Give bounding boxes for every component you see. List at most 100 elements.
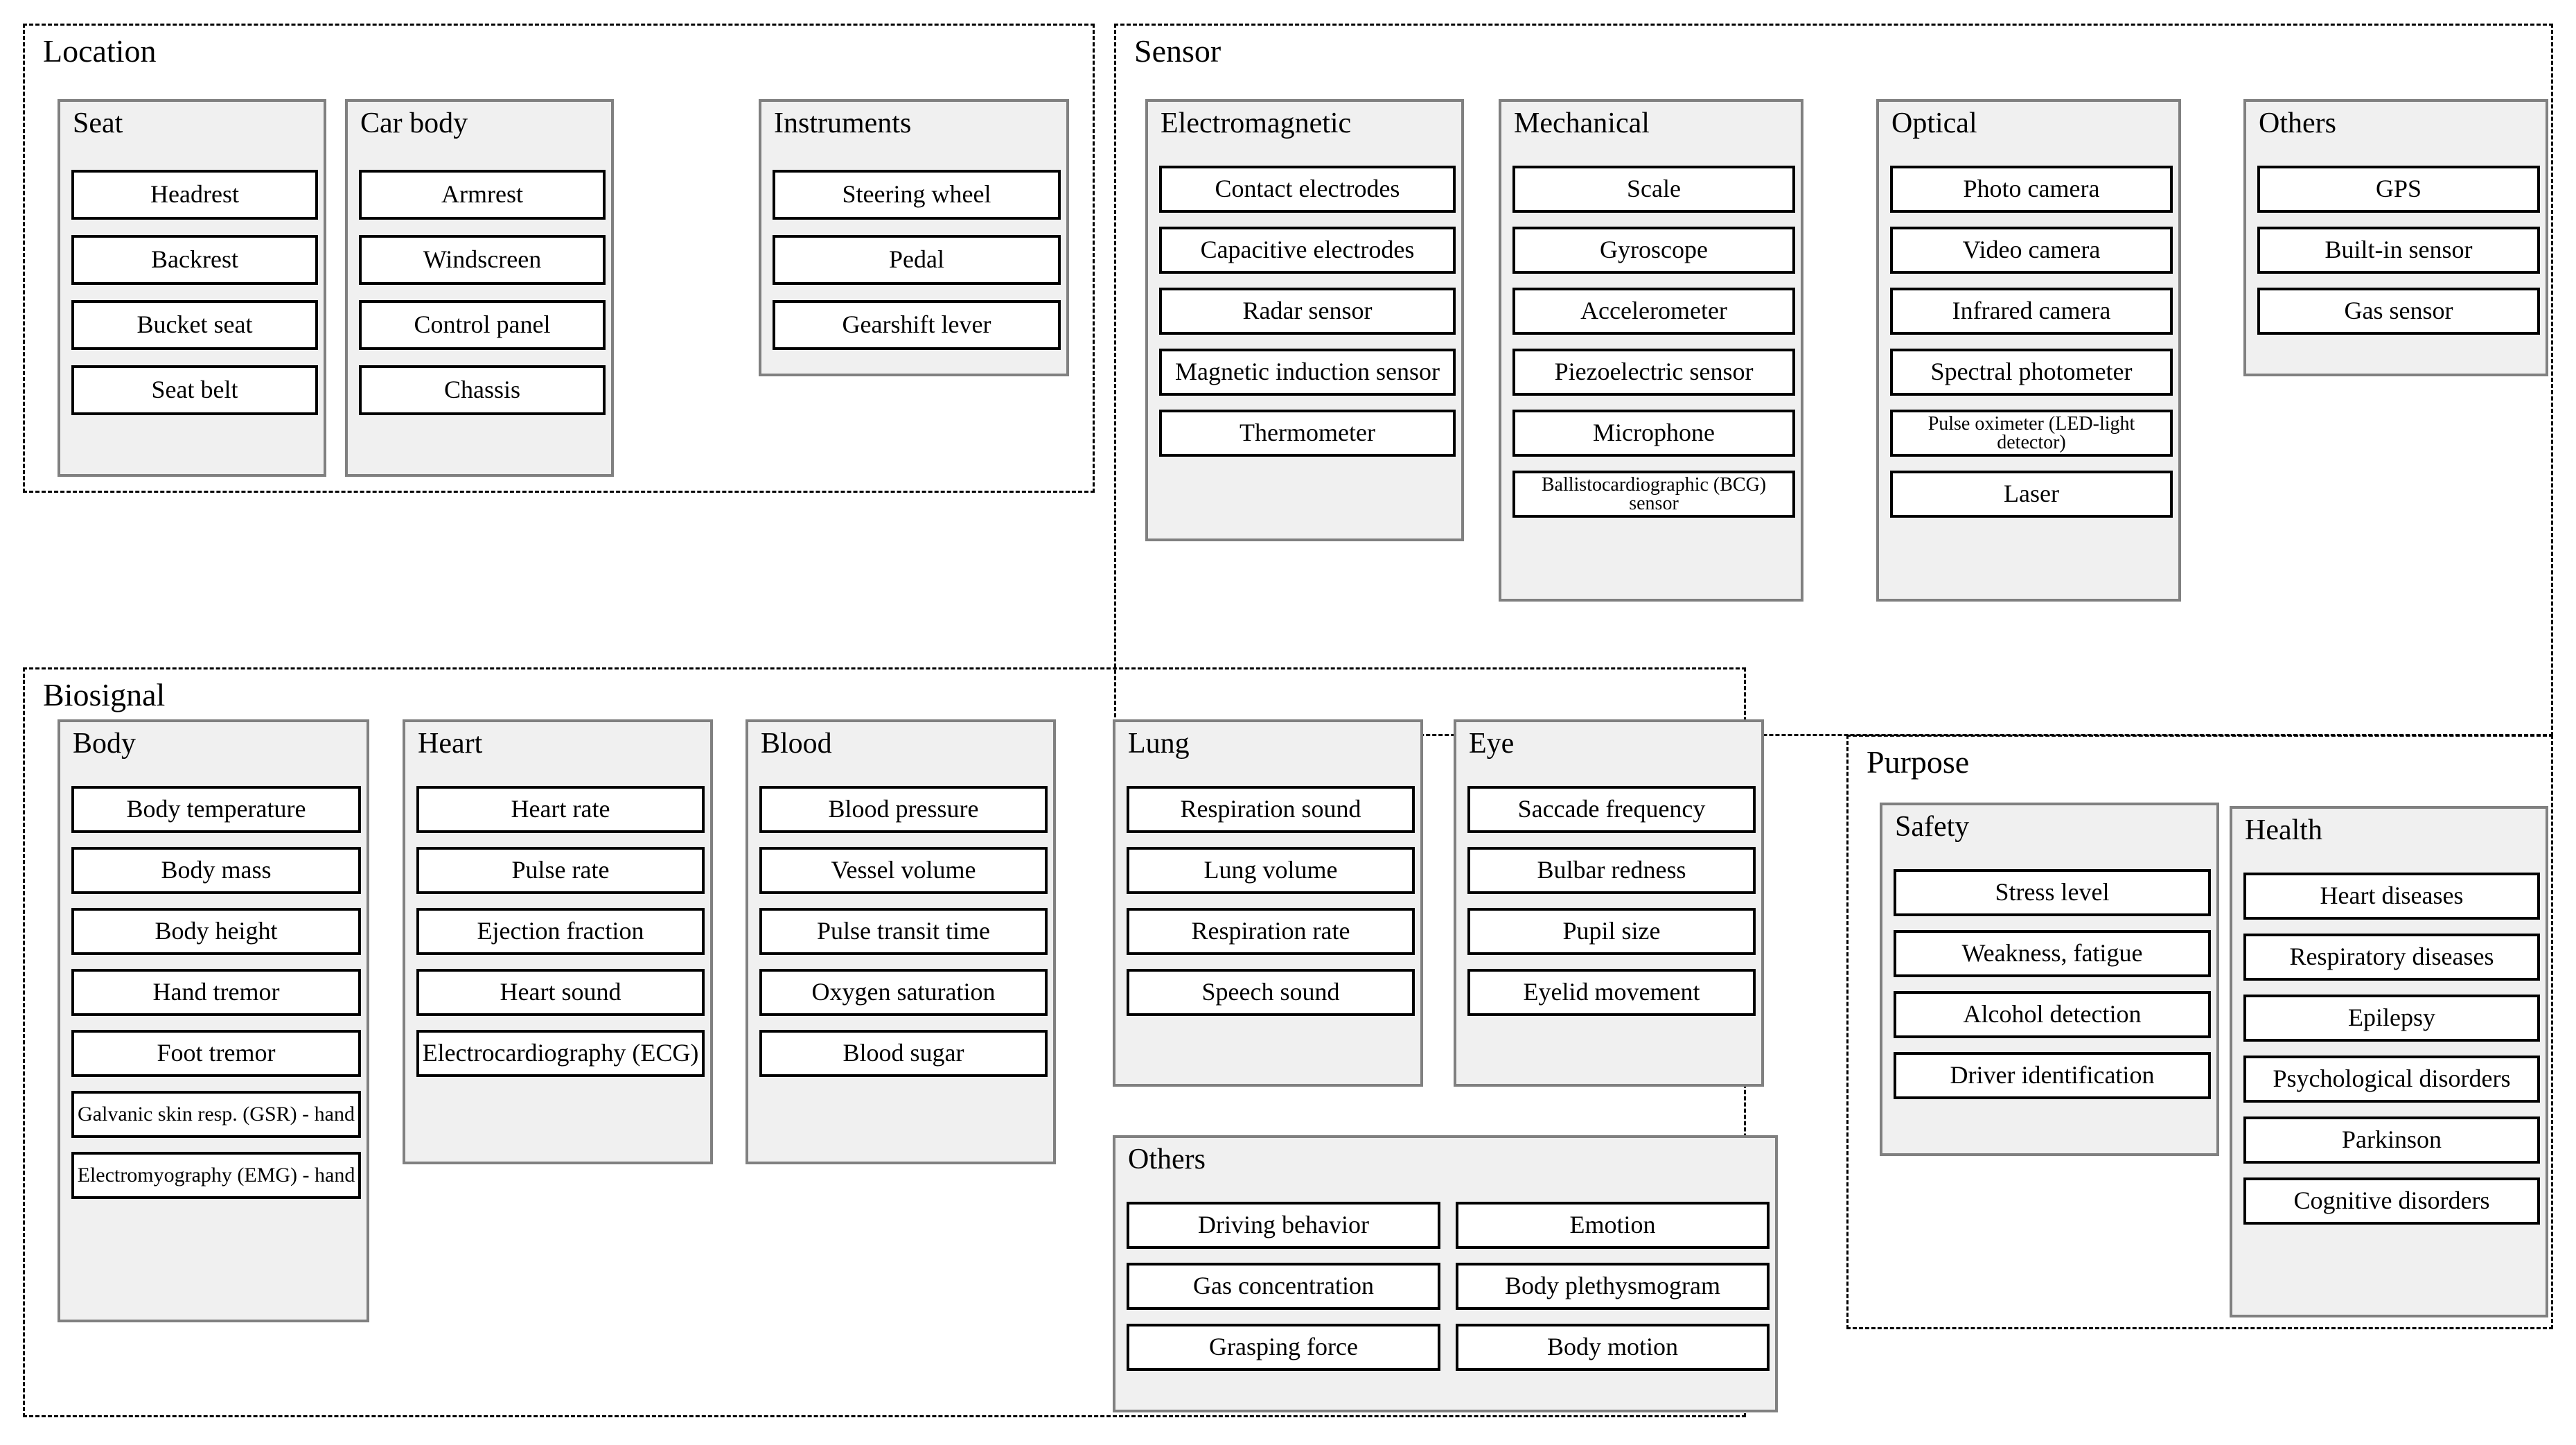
- item-label: Parkinson: [2342, 1126, 2442, 1154]
- item-box[interactable]: Oxygen saturation: [759, 969, 1048, 1016]
- item-box[interactable]: Pulse oximeter (LED-light detector): [1890, 410, 2173, 457]
- item-box[interactable]: Driving behavior: [1127, 1202, 1440, 1249]
- item-box[interactable]: Gyroscope: [1512, 227, 1795, 274]
- item-label: Capacitive electrodes: [1200, 236, 1415, 264]
- item-label: Foot tremor: [157, 1039, 276, 1067]
- item-box[interactable]: Body motion: [1456, 1324, 1770, 1371]
- item-box[interactable]: Bucket seat: [71, 300, 318, 350]
- item-box[interactable]: Thermometer: [1159, 410, 1456, 457]
- item-box[interactable]: Electrocardiography (ECG): [416, 1030, 705, 1077]
- item-box[interactable]: Respiration sound: [1127, 786, 1415, 833]
- item-box[interactable]: Pupil size: [1467, 908, 1756, 955]
- item-box[interactable]: Radar sensor: [1159, 288, 1456, 335]
- item-box[interactable]: Ballistocardiographic (BCG) sensor: [1512, 471, 1795, 518]
- item-box[interactable]: Lung volume: [1127, 847, 1415, 894]
- item-label: Steering wheel: [842, 180, 991, 209]
- item-box[interactable]: Emotion: [1456, 1202, 1770, 1249]
- item-box[interactable]: Heart sound: [416, 969, 705, 1016]
- item-box[interactable]: Built-in sensor: [2257, 227, 2540, 274]
- item-box[interactable]: Grasping force: [1127, 1324, 1440, 1371]
- item-box[interactable]: GPS: [2257, 166, 2540, 213]
- item-box[interactable]: Psychological disorders: [2243, 1056, 2540, 1103]
- item-box[interactable]: Accelerometer: [1512, 288, 1795, 335]
- item-box[interactable]: Epilepsy: [2243, 995, 2540, 1042]
- item-box[interactable]: Magnetic induction sensor: [1159, 349, 1456, 396]
- group-title-seat: Seat: [73, 107, 123, 139]
- item-box[interactable]: Galvanic skin resp. (GSR) - hand: [71, 1091, 361, 1138]
- item-box[interactable]: Parkinson: [2243, 1116, 2540, 1164]
- item-box[interactable]: Respiratory diseases: [2243, 934, 2540, 981]
- group-title-mechanical: Mechanical: [1514, 107, 1650, 139]
- item-box[interactable]: Seat belt: [71, 365, 318, 415]
- item-box[interactable]: Cognitive disorders: [2243, 1177, 2540, 1225]
- item-box[interactable]: Pulse rate: [416, 847, 705, 894]
- item-label: Accelerometer: [1580, 297, 1727, 325]
- item-label: Galvanic skin resp. (GSR) - hand: [78, 1103, 355, 1126]
- item-box[interactable]: Video camera: [1890, 227, 2173, 274]
- item-box[interactable]: Gas sensor: [2257, 288, 2540, 335]
- item-box[interactable]: Blood sugar: [759, 1030, 1048, 1077]
- item-box[interactable]: Body temperature: [71, 786, 361, 833]
- item-box[interactable]: Alcohol detection: [1894, 991, 2211, 1038]
- item-box[interactable]: Microphone: [1512, 410, 1795, 457]
- group-title-body: Body: [73, 728, 136, 760]
- item-box[interactable]: Driver identification: [1894, 1052, 2211, 1099]
- item-box[interactable]: Pedal: [773, 235, 1061, 285]
- item-box[interactable]: Vessel volume: [759, 847, 1048, 894]
- item-box[interactable]: Heart rate: [416, 786, 705, 833]
- item-box[interactable]: Piezoelectric sensor: [1512, 349, 1795, 396]
- item-label: Eyelid movement: [1523, 978, 1700, 1006]
- item-box[interactable]: Hand tremor: [71, 969, 361, 1016]
- item-label: Ejection fraction: [477, 917, 644, 945]
- group-title-instruments: Instruments: [774, 107, 912, 139]
- item-box[interactable]: Foot tremor: [71, 1030, 361, 1077]
- item-box[interactable]: Saccade frequency: [1467, 786, 1756, 833]
- item-label: Stress level: [1995, 878, 2110, 907]
- item-box[interactable]: Ejection fraction: [416, 908, 705, 955]
- item-box[interactable]: Contact electrodes: [1159, 166, 1456, 213]
- item-box[interactable]: Gearshift lever: [773, 300, 1061, 350]
- item-box[interactable]: Windscreen: [359, 235, 606, 285]
- item-box[interactable]: Stress level: [1894, 869, 2211, 916]
- item-box[interactable]: Gas concentration: [1127, 1263, 1440, 1310]
- item-box[interactable]: Blood pressure: [759, 786, 1048, 833]
- group-title-electromagnetic: Electromagnetic: [1161, 107, 1352, 139]
- item-box[interactable]: Weakness, fatigue: [1894, 930, 2211, 977]
- item-label: Oxygen saturation: [811, 978, 996, 1006]
- item-box[interactable]: Body plethysmogram: [1456, 1263, 1770, 1310]
- item-box[interactable]: Steering wheel: [773, 170, 1061, 220]
- item-box[interactable]: Laser: [1890, 471, 2173, 518]
- item-label: Windscreen: [423, 245, 542, 274]
- item-box[interactable]: Electromyography (EMG) - hand: [71, 1152, 361, 1199]
- item-box[interactable]: Heart diseases: [2243, 873, 2540, 920]
- item-box[interactable]: Capacitive electrodes: [1159, 227, 1456, 274]
- item-label: Heart diseases: [2320, 882, 2464, 910]
- item-box[interactable]: Speech sound: [1127, 969, 1415, 1016]
- item-box[interactable]: Backrest: [71, 235, 318, 285]
- item-box[interactable]: Body mass: [71, 847, 361, 894]
- item-label: Body plethysmogram: [1505, 1272, 1720, 1300]
- item-box[interactable]: Armrest: [359, 170, 606, 220]
- item-box[interactable]: Chassis: [359, 365, 606, 415]
- item-box[interactable]: Eyelid movement: [1467, 969, 1756, 1016]
- item-box[interactable]: Body height: [71, 908, 361, 955]
- item-label: Contact electrodes: [1215, 175, 1400, 203]
- item-box[interactable]: Control panel: [359, 300, 606, 350]
- item-label: Heart sound: [500, 978, 621, 1006]
- item-box[interactable]: Spectral photometer: [1890, 349, 2173, 396]
- item-label: Bulbar redness: [1537, 856, 1686, 884]
- item-box[interactable]: Bulbar redness: [1467, 847, 1756, 894]
- item-box[interactable]: Scale: [1512, 166, 1795, 213]
- item-label: Driver identification: [1950, 1061, 2155, 1089]
- item-box[interactable]: Headrest: [71, 170, 318, 220]
- item-box[interactable]: Photo camera: [1890, 166, 2173, 213]
- item-box[interactable]: Pulse transit time: [759, 908, 1048, 955]
- item-box[interactable]: Infrared camera: [1890, 288, 2173, 335]
- item-box[interactable]: Respiration rate: [1127, 908, 1415, 955]
